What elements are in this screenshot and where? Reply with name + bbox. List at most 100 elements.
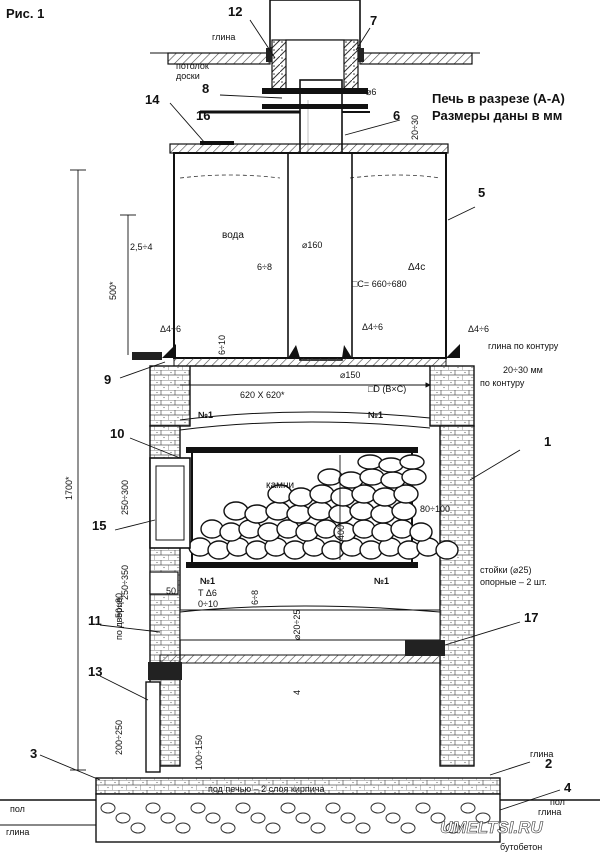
callout-14: 14 (145, 92, 160, 107)
stone (372, 487, 398, 507)
dim-d4c: Δ4c (408, 262, 425, 273)
dimension-lines (39, 19, 561, 811)
stone (265, 501, 291, 521)
stone (188, 537, 212, 557)
callout-3: 3 (30, 746, 37, 761)
stone (409, 522, 433, 542)
dim-80-100: 80÷100 (420, 504, 450, 514)
stone (314, 519, 338, 539)
label-glina-r2: глина (538, 807, 561, 817)
rubble-stone (310, 822, 326, 834)
stone (223, 501, 249, 521)
figure-label: Рис. 1 (6, 6, 44, 21)
rubble-stone (250, 812, 266, 824)
dim-n1-d: №1 (374, 576, 389, 586)
dim-1700: 1700* (64, 476, 74, 500)
dim-6-8-a: 6÷8 (257, 262, 272, 272)
stone (393, 484, 419, 504)
dim-c660: □С= 660÷680 (352, 279, 407, 289)
stone (317, 468, 343, 486)
stone (357, 454, 383, 470)
dim-50-80: 50÷80 (114, 593, 124, 618)
stone (390, 519, 414, 539)
stone (330, 487, 356, 507)
callout-6: 6 (393, 108, 400, 123)
rubble-stone (295, 812, 311, 824)
dim-2-5-4: 2,5÷4 (130, 242, 152, 252)
rubble-stone (100, 802, 116, 814)
stone (401, 468, 427, 486)
foundation (0, 777, 600, 843)
stone (378, 457, 404, 473)
stone (328, 504, 354, 524)
dim-d20-25: ⌀20÷25 (292, 610, 302, 640)
title-line-2: Размеры даны в мм (432, 108, 562, 123)
rubble-stone (400, 822, 416, 834)
rubble-stone (205, 812, 221, 824)
dim-tri-right: Δ4÷6 (468, 324, 489, 334)
rubble-stone (325, 802, 341, 814)
label-gap: 20÷30 мм (503, 365, 543, 375)
rubble-stone (130, 822, 146, 834)
stone (257, 522, 281, 542)
label-glina-po-konturu: глина по контуру (488, 341, 559, 351)
rubble-stone (385, 812, 401, 824)
dim-20-30: 20÷30 (410, 115, 420, 140)
dim-d150: ⌀150 (340, 370, 360, 380)
stone (352, 519, 376, 539)
callout-4: 4 (564, 780, 572, 795)
stone (397, 540, 421, 560)
dim-n1-c: №1 (200, 576, 215, 586)
callout-13: 13 (88, 664, 102, 679)
dim-d: □D (B×C) (368, 384, 406, 394)
dim-50: 50 (166, 586, 176, 596)
callout-16: 16 (196, 108, 210, 123)
label-pod-pechyu: под печью – 2 слоя кирпича (208, 784, 324, 794)
rubble-stone (445, 822, 461, 834)
rubble-stone (430, 812, 446, 824)
stone (321, 540, 345, 560)
stone-basket (145, 447, 459, 773)
stone (295, 522, 319, 542)
dim-4: 4 (292, 690, 302, 695)
dim-200-250: 200÷250 (114, 720, 124, 755)
rubble-stone (235, 802, 251, 814)
callout-11: 11 (88, 613, 102, 628)
stone (245, 540, 269, 560)
dim-n1-b: №1 (368, 410, 383, 420)
dim-6-8-b: 6÷8 (250, 590, 260, 605)
stone (391, 501, 417, 521)
stone (283, 540, 307, 560)
stone (359, 468, 385, 486)
stone (399, 454, 425, 470)
callout-7: 7 (370, 13, 377, 28)
label-pol-right: пол (550, 797, 565, 807)
stone (307, 501, 333, 521)
rubble-stone (115, 812, 131, 824)
stone (435, 540, 459, 560)
stone (286, 504, 312, 524)
text-labels: Рис. 1 Печь в разрезе (А-А) Размеры даны… (6, 6, 565, 852)
stone (380, 471, 406, 489)
label-po-konturu: по контуру (480, 378, 525, 388)
stone (244, 504, 270, 524)
label-pol-left: пол (10, 804, 25, 814)
dim-500: 500* (108, 281, 118, 300)
rubble-stone (145, 802, 161, 814)
rubble-stone (355, 822, 371, 834)
dim-d160: ⌀160 (302, 240, 322, 250)
label-potolok: потолок (176, 61, 209, 71)
dim-tri-left: Δ4÷6 (160, 324, 181, 334)
stone (309, 484, 335, 504)
dim-0-10: 0÷10 (198, 599, 218, 609)
callout-2: 2 (545, 756, 552, 771)
label-kamni: камни (266, 480, 294, 491)
label-butobeton: бутобетон (500, 842, 542, 852)
stone (349, 501, 375, 521)
stone (338, 471, 364, 489)
stone (371, 522, 395, 542)
stone (359, 540, 383, 560)
rubble-stone (370, 802, 386, 814)
